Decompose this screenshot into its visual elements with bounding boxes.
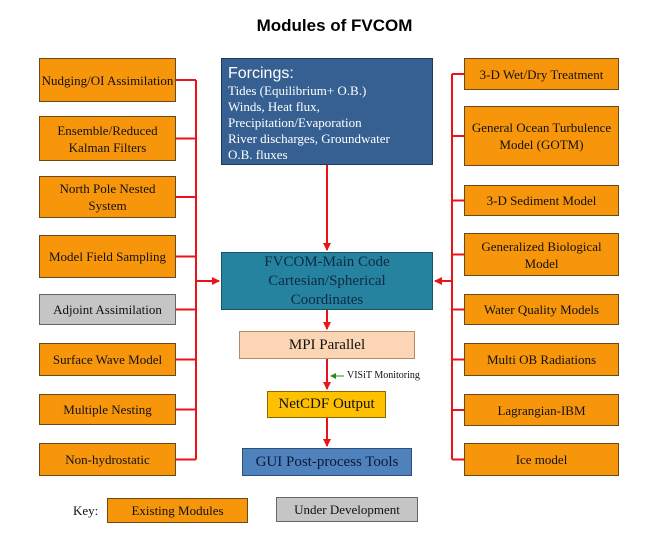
forcings-heading: Forcings:	[228, 65, 294, 82]
key-label: Key:	[73, 503, 99, 518]
left-module-box: Multiple Nesting	[39, 394, 176, 425]
left-module-box: Nudging/OI Assimilation	[39, 58, 176, 102]
netcdf-output-box: NetCDF Output	[267, 391, 386, 418]
forcings-line: River discharges, Groundwater	[228, 131, 390, 146]
forcings-line: Precipitation/Evaporation	[228, 115, 362, 130]
right-module-box: Ice model	[464, 443, 619, 476]
right-module-box: Lagrangian-IBM	[464, 394, 619, 426]
main-code-line: FVCOM-Main Code	[264, 253, 390, 270]
right-module-box: 3-D Wet/Dry Treatment	[464, 58, 619, 90]
key-under-development: Under Development	[276, 497, 418, 522]
forcings-line: Tides (Equilibrium+ O.B.)	[228, 83, 367, 98]
left-module-box: Surface Wave Model	[39, 343, 176, 376]
forcings-line: Winds, Heat flux,	[228, 99, 320, 114]
visit-leader-arrowhead	[330, 373, 336, 379]
left-module-box: Model Field Sampling	[39, 235, 176, 278]
right-module-box: Multi OB Radiations	[464, 343, 619, 376]
left-module-box: Ensemble/Reduced Kalman Filters	[39, 116, 176, 161]
right-module-box: 3-D Sediment Model	[464, 185, 619, 216]
left-module-box: Adjoint Assimilation	[39, 294, 176, 325]
right-module-box: Generalized Biological Model	[464, 233, 619, 276]
mpi-parallel-box: MPI Parallel	[239, 331, 415, 359]
left-module-box: Non-hydrostatic	[39, 443, 176, 476]
left-module-box: North Pole Nested System	[39, 176, 176, 218]
main-code-line: Cartesian/Spherical	[268, 272, 386, 289]
main-code-line: Coordinates	[290, 291, 364, 308]
visit-monitoring-label: VISiT Monitoring	[347, 370, 420, 381]
forcings-box: Forcings: Tides (Equilibrium+ O.B.) Wind…	[221, 58, 433, 165]
diagram-title: Modules of FVCOM	[256, 16, 413, 35]
forcings-line: O.B. fluxes	[228, 147, 288, 162]
key-existing-modules: Existing Modules	[107, 498, 248, 523]
right-module-box: General Ocean Turbulence Model (GOTM)	[464, 106, 619, 166]
main-code-box: FVCOM-Main Code Cartesian/Spherical Coor…	[221, 252, 433, 310]
gui-post-process-box: GUI Post-process Tools	[242, 448, 412, 476]
right-module-box: Water Quality Models	[464, 294, 619, 325]
